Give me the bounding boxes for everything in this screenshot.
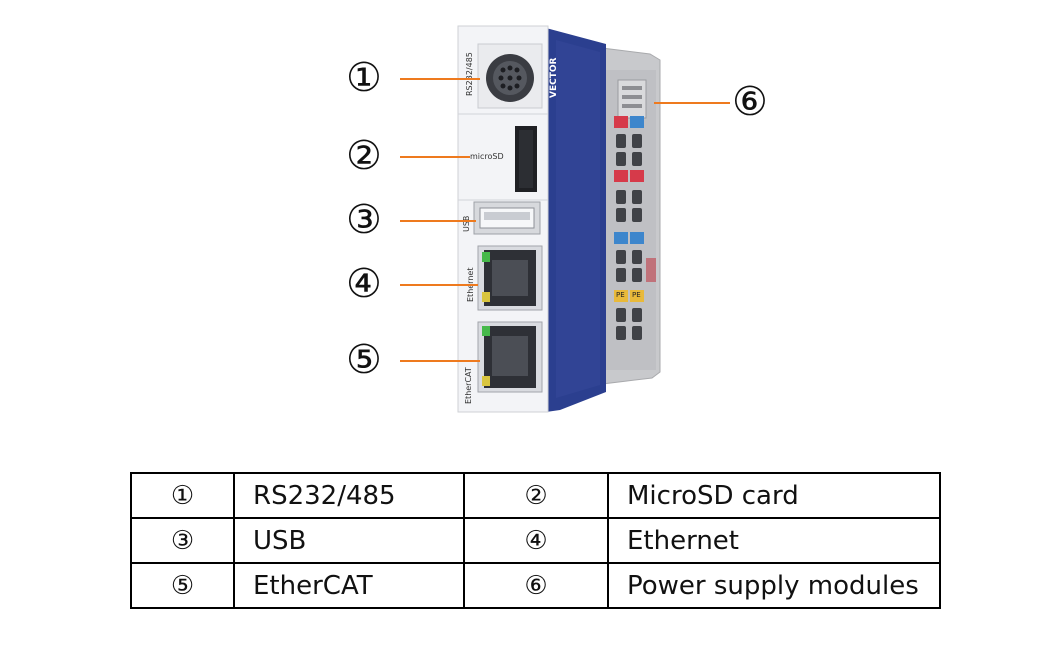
pe-tag-left: PE: [616, 291, 625, 299]
legend-num-cell: ⑥: [463, 562, 609, 609]
table-row: ③ USB ④ Ethernet: [130, 517, 941, 564]
legend-label-cell: RS232/485: [233, 472, 465, 519]
legend-table: ① RS232/485 ② MicroSD card ③ USB ④ Ether…: [130, 472, 941, 609]
callout-4: ④: [346, 261, 382, 307]
pointer-line-4: [400, 284, 478, 286]
ethercat-device-label: EtherCAT: [464, 367, 473, 404]
microsd-slot: [515, 126, 537, 192]
callout-2: ②: [346, 133, 382, 179]
ethernet-port: [477, 245, 543, 311]
pointer-line-1: [400, 78, 480, 80]
legend-label-cell: Power supply modules: [607, 562, 941, 609]
callout-3: ③: [346, 197, 382, 243]
legend-label-cell: USB: [233, 517, 465, 564]
pointer-line-3: [400, 220, 476, 222]
pointer-line-2: [400, 156, 470, 158]
rs232-485-port: [477, 43, 543, 109]
legend-num-cell: ④: [463, 517, 609, 564]
legend-num-cell: ③: [130, 517, 235, 564]
legend-num-cell: ②: [463, 472, 609, 519]
controller-device: [457, 25, 661, 413]
callout-5: ⑤: [346, 337, 382, 383]
pointer-line-6: [654, 102, 730, 104]
legend-num-cell: ①: [130, 472, 235, 519]
legend-label-cell: Ethernet: [607, 517, 941, 564]
table-row: ⑤ EtherCAT ⑥ Power supply modules: [130, 562, 941, 609]
microsd-device-label: microSD: [470, 152, 504, 161]
callout-1: ①: [346, 55, 382, 101]
ethercat-port: [477, 321, 543, 393]
table-row: ① RS232/485 ② MicroSD card: [130, 472, 941, 519]
legend-label-cell: EtherCAT: [233, 562, 465, 609]
pointer-line-5: [400, 360, 480, 362]
pe-tag-right: PE: [632, 291, 641, 299]
callout-6: ⑥: [732, 79, 768, 125]
usb-port: [473, 201, 541, 235]
brand-logo: VECTOR: [549, 57, 559, 98]
rs232-485-device-label: RS232/485: [465, 52, 474, 96]
legend-num-cell: ⑤: [130, 562, 235, 609]
usb-device-label: USB: [462, 215, 471, 232]
legend-label-cell: MicroSD card: [607, 472, 941, 519]
power-supply-module: [601, 47, 661, 385]
device-figure: RS232/485 microSD USB Ethernet EtherCAT …: [346, 25, 768, 413]
